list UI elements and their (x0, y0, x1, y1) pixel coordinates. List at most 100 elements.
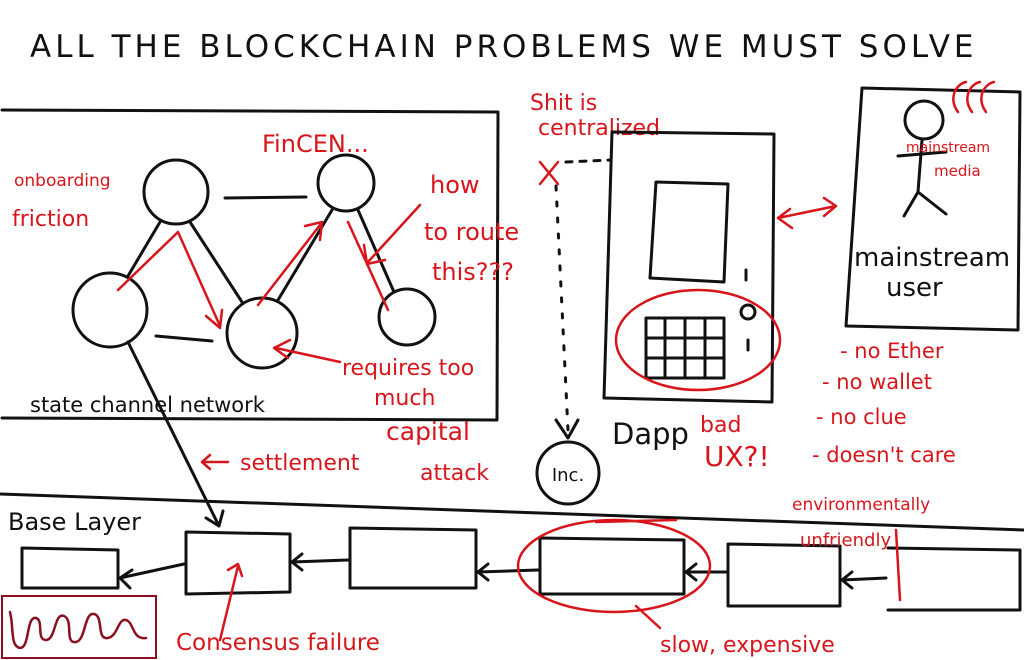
block (184, 530, 292, 596)
capital-label-line3: capital (386, 417, 470, 446)
channel-edge (188, 220, 244, 304)
bad-ux-label-line2: UX?! (704, 440, 770, 473)
user-frame (844, 86, 1022, 332)
base-layer-label: Base Layer (8, 508, 141, 536)
state-channel-label: state channel network (30, 393, 266, 417)
environment-label-line2: unfriendly (800, 530, 891, 551)
dapp-ticks (744, 268, 750, 352)
route-label-line2: to route (424, 218, 519, 246)
slow-expensive-circle (516, 518, 712, 614)
dashed-connector (554, 184, 570, 432)
stick-figure-head (903, 99, 945, 141)
slow-pointer-line (634, 604, 662, 630)
attack-label: attack (420, 461, 489, 486)
route-path-arrow (346, 220, 390, 312)
route-label-line3: this??? (432, 258, 514, 286)
block (886, 546, 1022, 612)
environment-label-line1: environmentally (792, 495, 930, 515)
chain-arrow-icon (476, 562, 540, 582)
route-label-line1: how (430, 171, 480, 199)
user-panel: mainstream media mainstream user (844, 80, 1022, 332)
broadcast-waves-icon (952, 80, 996, 114)
bad-ux-circle (614, 288, 782, 392)
trait-item: - no Ether (840, 339, 944, 363)
block (726, 542, 842, 608)
base-layer-top-line (0, 492, 1024, 532)
channel-node (142, 158, 210, 226)
route-path-arrow (116, 230, 222, 328)
channel-edge (223, 195, 308, 200)
consensus-label: Consensus failure (176, 630, 380, 656)
trait-item: - no wallet (822, 370, 932, 394)
capital-label-line2: much (374, 386, 435, 411)
base-layer: Base Layer environmentally unfriendly Co… (0, 492, 1024, 658)
channel-node (377, 287, 437, 347)
chain-arrow-icon (118, 562, 186, 590)
route-pointer-arrow (366, 203, 422, 264)
block (538, 536, 686, 596)
onboarding-label: onboarding (14, 171, 111, 191)
channel-edge (126, 220, 162, 278)
state-channel-panel: state channel network (0, 108, 500, 528)
dapp-knob-icon (739, 303, 757, 321)
settlement-arrowhead (204, 509, 225, 528)
route-pointer-arrowhead (362, 243, 387, 266)
settlement-arrow (126, 340, 220, 526)
consensus-pointer-arrow (218, 562, 244, 642)
channel-node (316, 153, 376, 213)
capital-label-line1: requires too (342, 356, 474, 381)
inc-label: Inc. (552, 465, 584, 486)
dapp-label: Dapp (612, 417, 689, 451)
state-channel-frame (0, 108, 500, 422)
stick-figure-icon (896, 138, 948, 218)
channel-edge (356, 208, 396, 294)
channel-edge (276, 208, 334, 302)
slow-label: slow, expensive (660, 633, 835, 658)
block (20, 546, 120, 590)
settlement-arrow-icon (200, 453, 230, 471)
chain-arrow-icon (684, 562, 728, 582)
route-path-arrow (256, 223, 322, 307)
diagram-title: ALL THE BLOCKCHAIN PROBLEMS WE MUST SOLV… (30, 29, 978, 65)
media-label-line2: media (934, 162, 981, 180)
user-label-line1: mainstream (854, 243, 1010, 273)
keypad-grid (644, 316, 726, 380)
centralized-label-line2: centralized (538, 116, 660, 141)
fincen-label: FinCEN... (262, 130, 369, 158)
cross-mark-icon (538, 160, 560, 186)
capital-pointer-arrowhead (272, 338, 292, 360)
red-scribble (894, 528, 902, 602)
signature-stamp (1, 595, 157, 659)
bad-ux-label-line1: bad (700, 413, 741, 438)
user-label-line2: user (886, 273, 943, 303)
red-scribble (594, 518, 678, 524)
channel-edge (154, 334, 214, 343)
channel-node (71, 271, 149, 349)
handwritten-signature-icon (8, 610, 148, 650)
double-arrow-icon (776, 196, 838, 230)
settlement-label: settlement (240, 451, 360, 476)
dashed-connector (564, 158, 612, 164)
centralized-label-line1: Shit is (530, 91, 597, 116)
inc-circle (535, 440, 601, 506)
trait-item: - doesn't care (812, 443, 956, 467)
route-arrowhead (303, 220, 324, 242)
centralization-group: Shit is centralized Inc. (530, 91, 660, 506)
dapp-frame (602, 130, 776, 404)
down-arrowhead-icon (554, 418, 580, 440)
block (348, 526, 478, 590)
route-arrowhead (204, 308, 224, 330)
signature-frame (1, 595, 157, 659)
state-channel-annotations: onboarding friction FinCEN... how to rou… (12, 130, 519, 486)
trait-item: - no clue (816, 405, 907, 429)
user-traits: - no Ether - no wallet - no clue - doesn… (812, 339, 956, 467)
dapp-screen (648, 180, 730, 284)
chain-arrow-icon (290, 552, 350, 572)
media-label-line1: mainstream (906, 140, 990, 156)
chain-arrow-icon (840, 570, 888, 590)
friction-label: friction (12, 207, 89, 232)
capital-pointer-arrow (274, 346, 342, 364)
dapp-device: Dapp bad UX?! (602, 130, 782, 473)
